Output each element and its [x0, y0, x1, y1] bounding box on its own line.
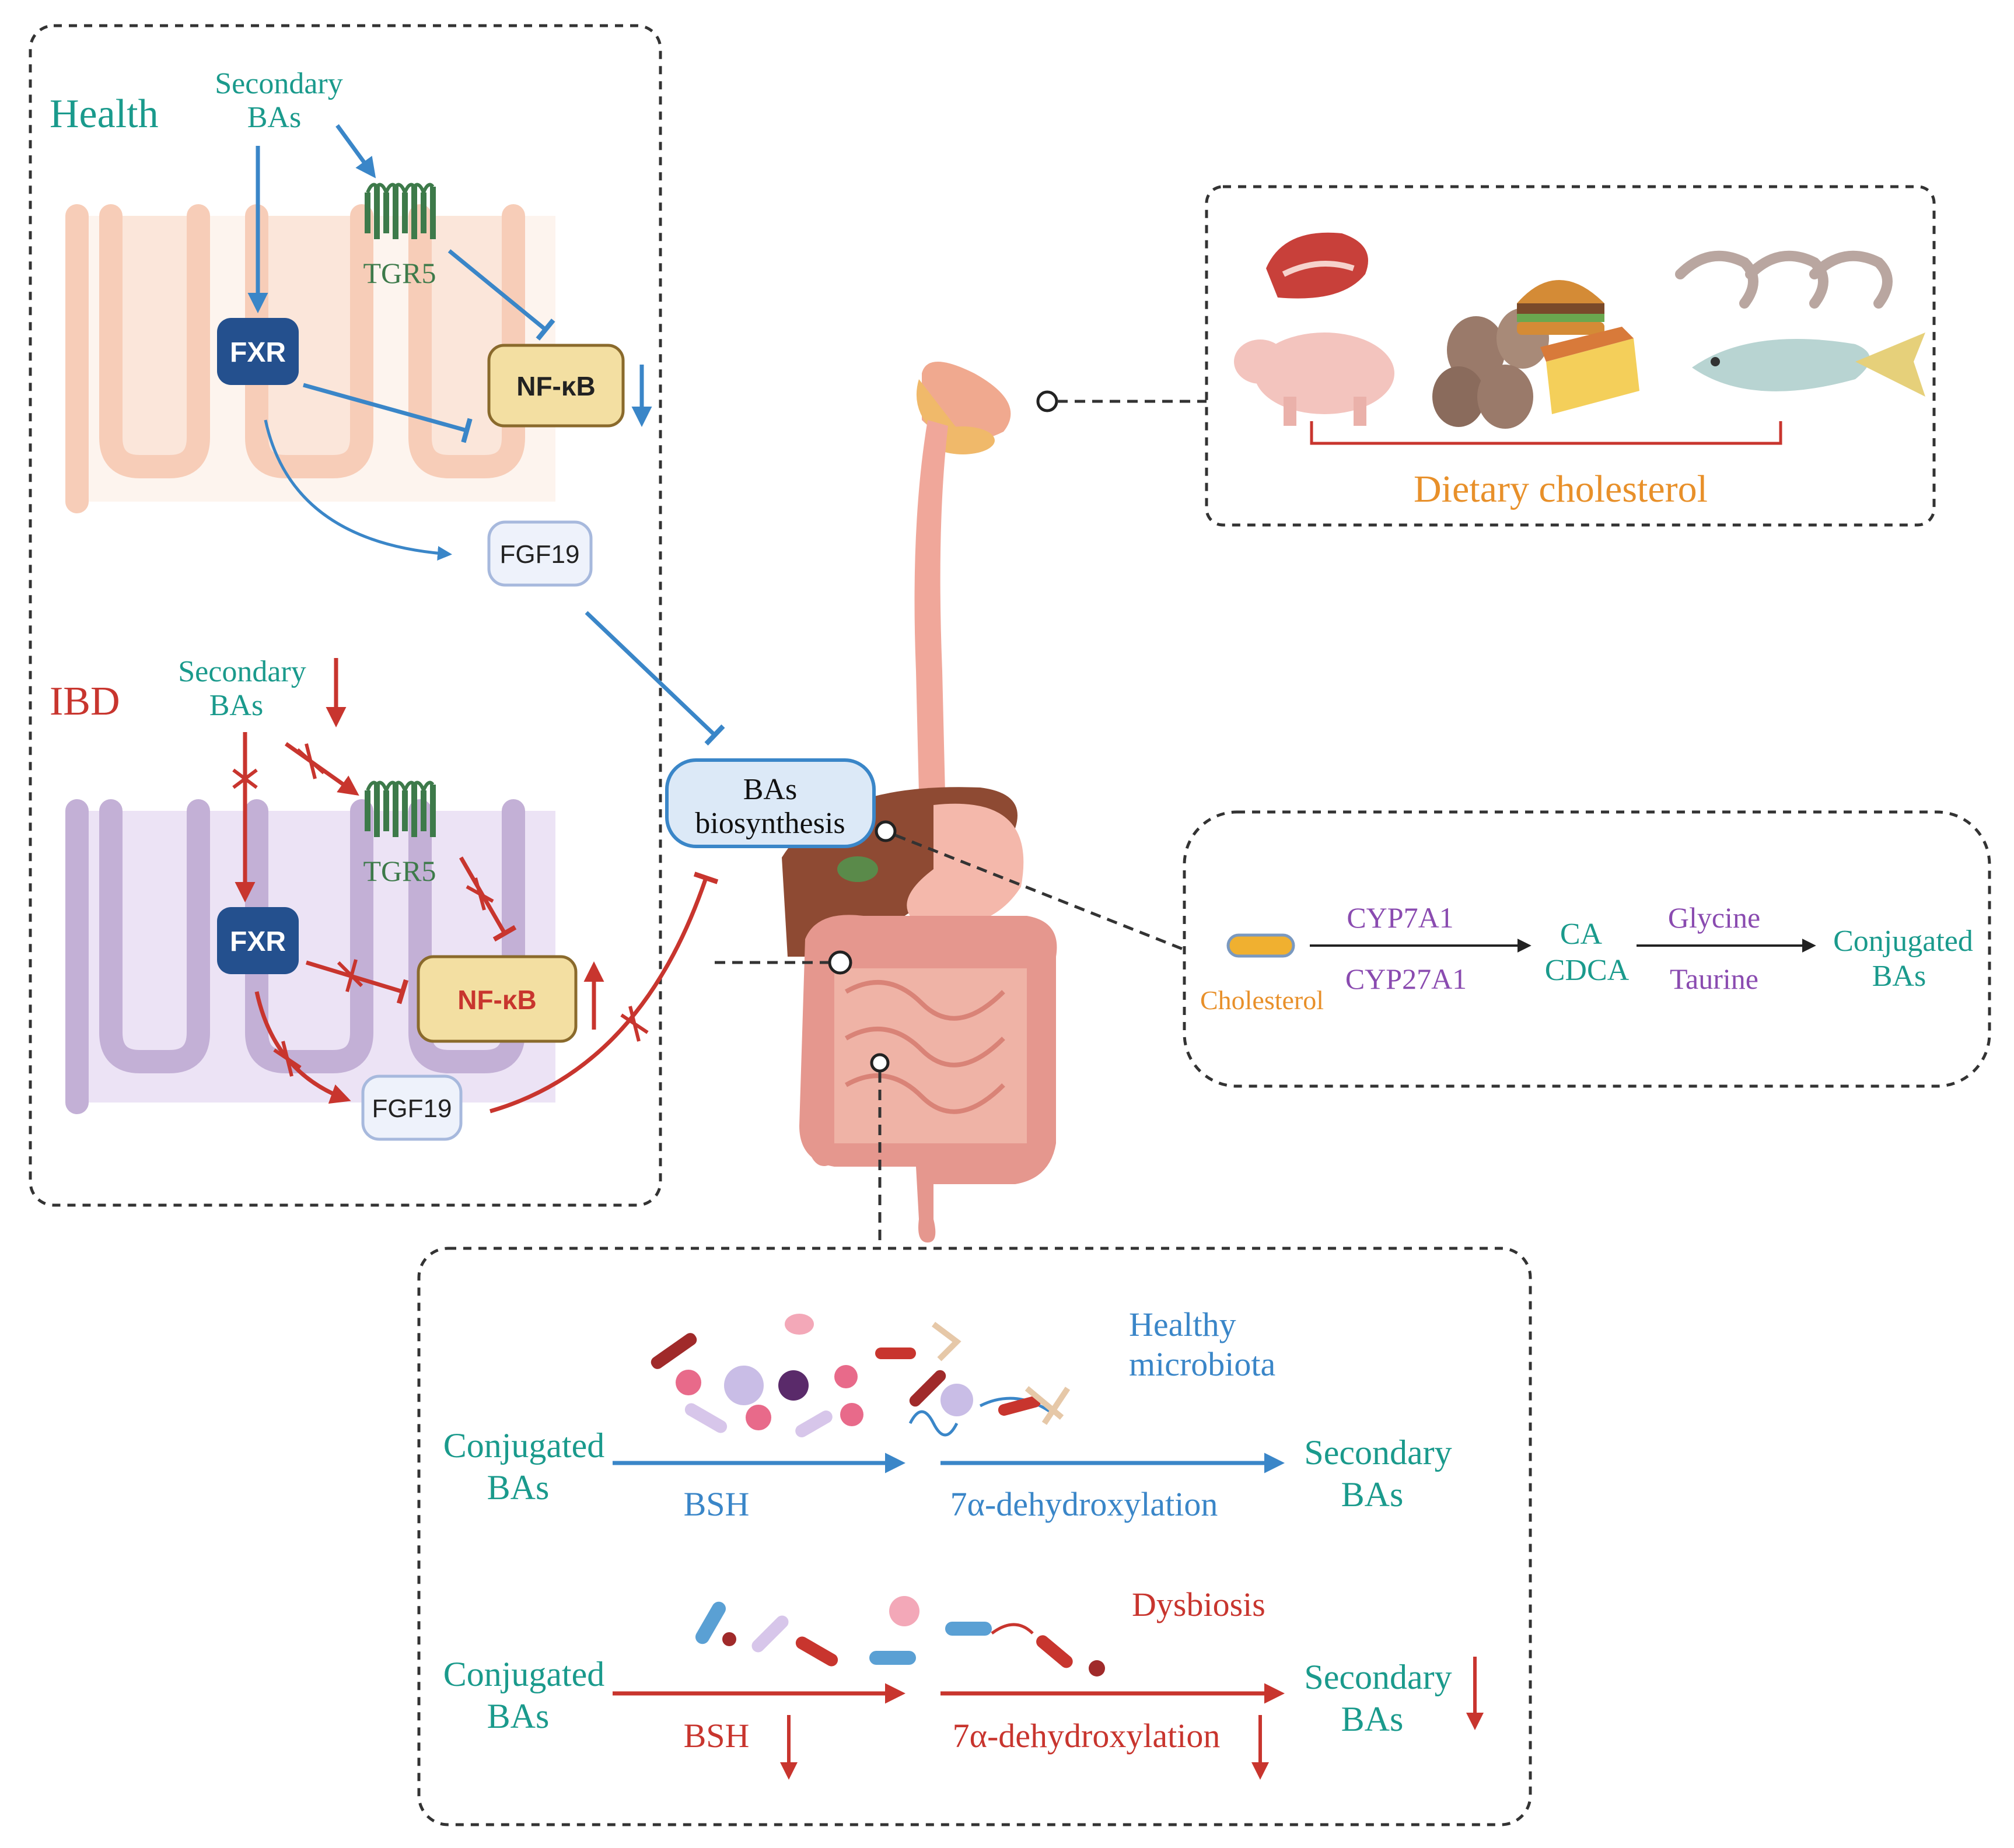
synthesis-panel-border: [1183, 810, 1991, 1088]
healthy-secondary-line2: BAs: [1341, 1475, 1404, 1514]
conj2-label: Taurine: [1670, 963, 1758, 995]
health-title: Health: [50, 92, 159, 136]
liver-connection-point: [875, 820, 897, 842]
dietary-cholesterol-label: Dietary cholesterol: [1414, 468, 1708, 510]
healthy-bsh-label: BSH: [684, 1485, 750, 1523]
health-secondary-bas-line2: BAs: [247, 101, 301, 134]
health-nfkb-box: [487, 344, 625, 428]
dysbiosis-secondary-line2: BAs: [1341, 1700, 1404, 1738]
cheese-icon: [1540, 327, 1639, 414]
ibd-fgf19-box: [361, 1074, 463, 1141]
enzyme2-label: CYP27A1: [1345, 963, 1467, 995]
shrimp-icon: [1675, 250, 1893, 309]
ibd-nfkb-box: [417, 955, 578, 1043]
ibd-fxr-label: FXR: [230, 926, 286, 957]
ibd-block-mark-3: [466, 877, 494, 911]
dysbiosis-dehydroxylation-label: 7α-dehydroxylation: [953, 1717, 1221, 1755]
health-secbas-to-tgr5-arrow: [335, 124, 376, 178]
fish-icon: [1692, 332, 1925, 397]
healthy-dehydroxylation-label: 7α-dehydroxylation: [950, 1485, 1218, 1523]
tgr5-receptor-icon: [365, 183, 436, 239]
ibd-secondary-bas-line1: Secondary: [178, 655, 306, 688]
healthy-conjugated-line1: Conjugated: [443, 1426, 605, 1465]
dysbiosis-bsh-label: BSH: [684, 1717, 750, 1755]
product2-label: CDCA: [1545, 954, 1630, 987]
health-fxr-label: FXR: [230, 337, 286, 368]
pig-icon: [1234, 332, 1394, 426]
enzyme1-label: CYP7A1: [1347, 901, 1453, 934]
health-fgf19-label: FGF19: [500, 540, 580, 569]
ibd-block-mark-1: [232, 768, 258, 789]
health-fgf19-box: [487, 520, 593, 587]
health-fxr-box: [217, 318, 299, 385]
health-tgr5-inhibits-nfkb: [447, 249, 555, 341]
ibd-block-mark-5: [273, 1041, 302, 1077]
microbe-icon: [651, 1314, 1071, 1437]
bas-biosynthesis-box: [665, 758, 876, 848]
conj1-label: Glycine: [1668, 901, 1760, 934]
ibd-fxr-box: [217, 907, 299, 974]
health-villi: [65, 204, 555, 513]
healthy-microbiota-line2: microbiota: [1129, 1345, 1275, 1383]
ibd-fgf19-inhibits-biosynthesis: [489, 872, 719, 1114]
ibd-nfkb-label: NF-κB: [457, 985, 537, 1015]
ibd-secondary-bas-line2: BAs: [209, 689, 263, 722]
product1-label: CA: [1560, 918, 1603, 951]
cholesterol-icon: [1226, 933, 1295, 958]
health-fxr-inhibits-nfkb: [303, 383, 473, 443]
health-nfkb-label: NF-κB: [516, 371, 596, 401]
health-fgf19-inhibits-biosynthesis: [585, 611, 725, 746]
health-fxr-to-fgf19-arrow: [264, 419, 452, 561]
colon-connection-point: [828, 950, 852, 975]
bas-biosynthesis-line1: BAs: [743, 773, 797, 806]
left-panel-border: [29, 24, 662, 1207]
conjugated-bas-line1: Conjugated: [1833, 925, 1973, 958]
healthy-conjugated-line2: BAs: [487, 1468, 550, 1507]
ibd-title: IBD: [50, 679, 120, 724]
dysbiosis-secondary-line1: Secondary: [1304, 1658, 1452, 1696]
intestine-connection-point: [870, 1053, 890, 1073]
tgr5-receptor-icon: [365, 780, 436, 837]
bas-biosynthesis-line2: biosynthesis: [695, 807, 845, 840]
conjugated-bas-line2: BAs: [1872, 960, 1926, 993]
ibd-block-mark-6: [620, 1006, 649, 1042]
healthy-microbiota-line1: Healthy: [1129, 1306, 1236, 1343]
dysbiosis-conjugated-line1: Conjugated: [443, 1655, 605, 1693]
dysbiosis-label: Dysbiosis: [1132, 1586, 1265, 1623]
mouth-connection-point: [1036, 390, 1058, 412]
health-secondary-bas-line1: Secondary: [215, 67, 342, 100]
microbiota-panel-border: [417, 1247, 1532, 1826]
ibd-block-mark-4: [337, 959, 363, 992]
diet-bracket: [1310, 421, 1782, 445]
meat-icon: [1266, 232, 1368, 299]
burger-icon: [1517, 280, 1604, 335]
dysbiosis-conjugated-line2: BAs: [487, 1697, 550, 1735]
ibd-block-mark-2: [296, 743, 325, 779]
diet-panel-border: [1205, 185, 1936, 527]
healthy-secondary-line1: Secondary: [1304, 1433, 1452, 1472]
ibd-fgf19-label: FGF19: [372, 1094, 452, 1123]
cholesterol-label: Cholesterol: [1200, 985, 1324, 1015]
ibd-tgr5-label: TGR5: [363, 855, 436, 887]
health-tgr5-label: TGR5: [363, 257, 436, 289]
microbe-icon: [695, 1596, 1105, 1676]
